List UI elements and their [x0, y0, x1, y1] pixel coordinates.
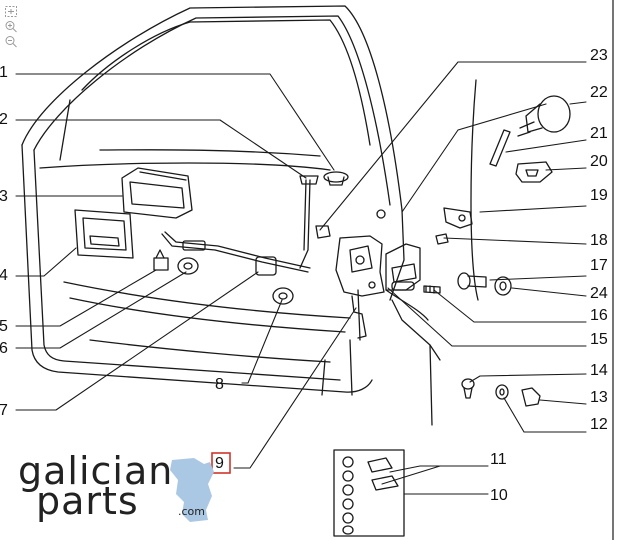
callout-6[interactable]: 6: [0, 340, 8, 357]
part-19-lever: [443, 207, 473, 229]
part-8-clip: [272, 287, 294, 305]
part-23-clip: [315, 225, 331, 239]
part-10-kit-box: [333, 449, 405, 537]
zoom-out-icon[interactable]: [4, 35, 18, 48]
callout-22[interactable]: 22: [590, 84, 608, 101]
brand-word-1: galician: [18, 449, 174, 493]
fit-to-screen-icon[interactable]: [4, 5, 18, 18]
map-outline-icon: [170, 458, 214, 522]
callout-15[interactable]: 15: [590, 331, 608, 348]
linkage-rods: [161, 175, 361, 341]
part-3-handle-housing: [121, 167, 193, 219]
callout-20[interactable]: 20: [590, 153, 608, 170]
brand-suffix: .com: [178, 505, 205, 518]
part-14-screw: [461, 378, 475, 399]
part-4-bezel: [74, 209, 134, 259]
callout-12[interactable]: 12: [590, 416, 608, 433]
part-striker-plate: [385, 243, 421, 291]
door-lock-assembly: [335, 235, 385, 339]
callout-16[interactable]: 16: [590, 307, 608, 324]
galicianparts-logo: galician parts .com: [10, 452, 215, 532]
part-5-clip: [153, 249, 169, 271]
part-20-clip: [515, 161, 553, 183]
callout-8[interactable]: 8: [215, 376, 224, 393]
door-panel: [21, 5, 479, 426]
part-6-clip: [177, 257, 199, 275]
callout-11[interactable]: 11: [490, 451, 507, 468]
callout-10[interactable]: 10: [490, 487, 508, 504]
zoom-in-icon[interactable]: [4, 20, 18, 33]
part-24-washer: [494, 276, 512, 296]
callout-2[interactable]: 2: [0, 111, 8, 128]
callout-19[interactable]: 19: [590, 187, 608, 204]
part-1-plug: [323, 171, 349, 186]
part-13-clip: [521, 387, 541, 407]
callout-21[interactable]: 21: [590, 125, 608, 142]
callout-13[interactable]: 13: [590, 389, 608, 406]
callout-24[interactable]: 24: [590, 285, 608, 302]
callout-18[interactable]: 18: [590, 232, 608, 249]
callout-5[interactable]: 5: [0, 318, 8, 335]
brand-word-2: parts: [36, 479, 139, 523]
part-11-keys: [367, 457, 399, 491]
callout-9[interactable]: 9: [215, 455, 224, 472]
callout-7[interactable]: 7: [0, 402, 8, 419]
callout-14[interactable]: 14: [590, 362, 608, 379]
callout-17[interactable]: 17: [590, 257, 608, 274]
part-21-rod: [489, 129, 511, 167]
highlighted-callout-box: [211, 452, 231, 474]
pillar-marker: [376, 209, 386, 219]
callout-4[interactable]: 4: [0, 267, 8, 284]
part-22-lock-cylinder: [517, 95, 571, 137]
part-12-nut: [495, 384, 509, 400]
callout-3[interactable]: 3: [0, 188, 8, 205]
callout-labels: 1 2 3 4 5 6 7 8 9 10 11 12 13 14 15 16 1…: [0, 47, 608, 504]
leader-lines: [15, 61, 587, 495]
part-18-screw: [435, 233, 449, 245]
part-17-bolt: [457, 272, 487, 290]
part-16-screw: [423, 285, 441, 294]
callout-1[interactable]: 1: [0, 64, 8, 81]
callout-23[interactable]: 23: [590, 47, 608, 64]
